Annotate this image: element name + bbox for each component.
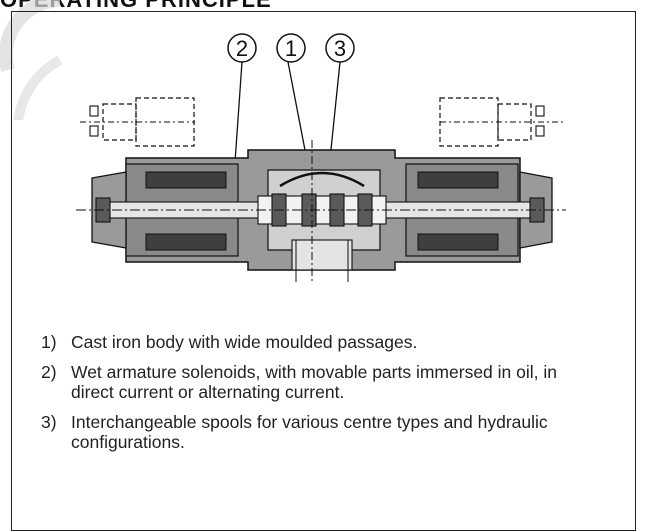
callout-2-label: 2 xyxy=(236,36,248,61)
list-item: 2) Wet armature solenoids, with movable … xyxy=(41,362,601,402)
feature-list: 1) Cast iron body with wide moulded pass… xyxy=(41,332,601,462)
list-item-number: 1) xyxy=(41,332,57,352)
list-item-text: Interchangeable spools for various centr… xyxy=(71,412,548,452)
valve-diagram: 2 1 3 xyxy=(76,33,566,282)
list-item-text: Wet armature solenoids, with movable par… xyxy=(71,362,557,402)
center-lines xyxy=(76,140,566,282)
list-item: 1) Cast iron body with wide moulded pass… xyxy=(41,332,601,352)
callout-3: 3 xyxy=(325,33,355,63)
list-item-text: Cast iron body with wide moulded passage… xyxy=(71,332,418,352)
list-item: 3) Interchangeable spools for various ce… xyxy=(41,412,601,452)
watermark-logo xyxy=(0,0,63,120)
list-item-number: 2) xyxy=(41,362,57,382)
dashed-connectors xyxy=(80,105,565,137)
callout-3-label: 3 xyxy=(334,36,346,61)
callout-1: 1 xyxy=(276,33,306,63)
list-item-number: 3) xyxy=(41,412,57,432)
callout-2: 2 xyxy=(227,33,257,63)
callout-1-label: 1 xyxy=(285,36,297,61)
page-heading: OPERATING PRINCIPLE xyxy=(0,0,420,13)
